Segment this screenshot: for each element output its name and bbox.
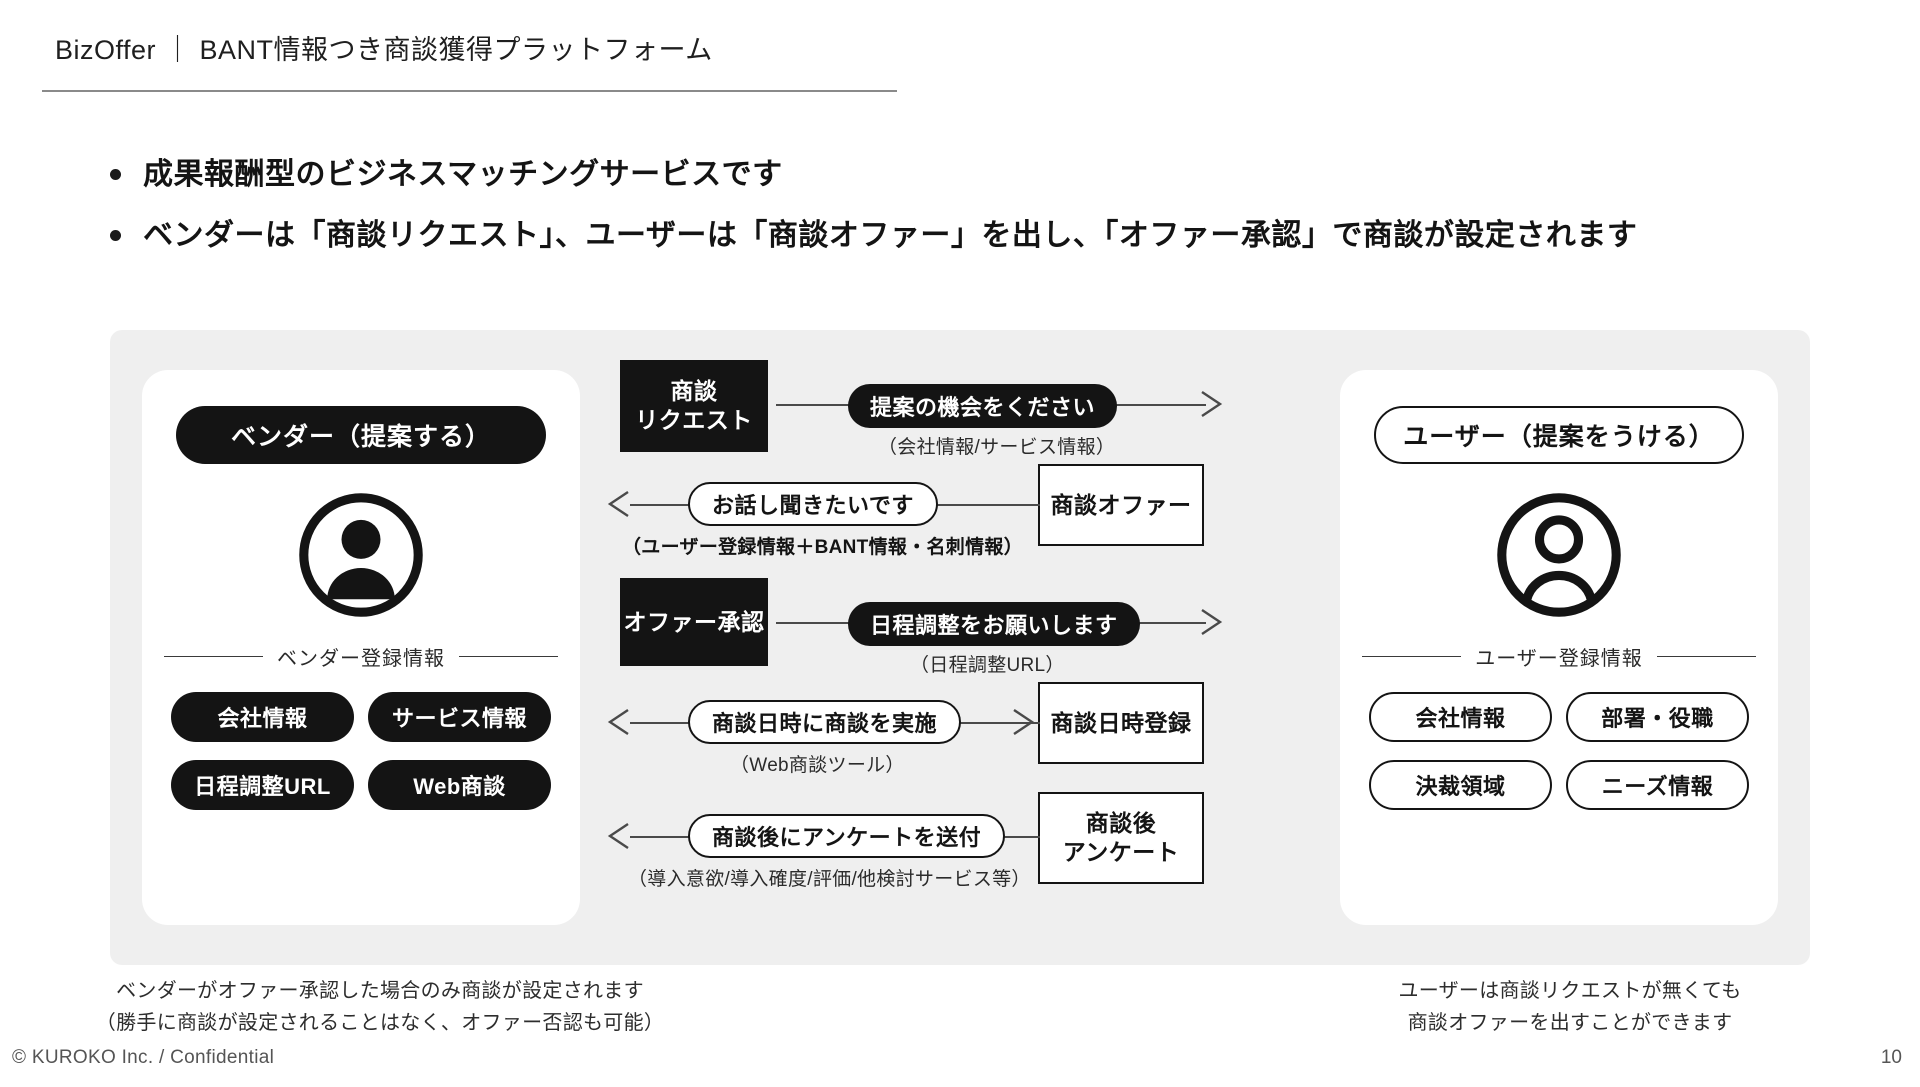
user-note-line1: ユーザーは商談リクエストが無くても — [1398, 980, 1742, 1002]
vendor-tag[interactable]: Web商談 — [368, 760, 551, 810]
bullet-dot-icon — [110, 169, 121, 180]
flow-message-2: お話し聞きたいです — [688, 482, 938, 526]
page-title: BizOffer ｜ BANT情報つき商談獲得プラットフォーム — [55, 35, 713, 65]
vendor-card: ベンダー（提案する） ベンダー登録情報 会社情報 サービス情報 日程調整URL … — [142, 370, 580, 925]
flow-sub-5: （導入意欲/導入確度/評価/他検討サービス等） — [628, 869, 1031, 890]
flow-sub-2: （ユーザー登録情報＋BANT情報・名刺情報） — [622, 537, 1023, 558]
user-card: ユーザー（提案をうける） ユーザー登録情報 会社情報 部署・役職 決裁領域 ニー… — [1340, 370, 1778, 925]
bullet-text: 成果報酬型のビジネスマッチングサービスです — [143, 158, 783, 191]
vendor-tag-list: 会社情報 サービス情報 日程調整URL Web商談 — [166, 692, 556, 810]
user-tag[interactable]: 会社情報 — [1369, 692, 1552, 742]
divider-left — [164, 655, 263, 658]
list-item: 成果報酬型のビジネスマッチングサービスです — [110, 155, 1870, 196]
slide-header: BizOffer ｜ BANT情報つき商談獲得プラットフォーム — [55, 28, 905, 67]
bullet-dot-icon — [110, 229, 121, 241]
flow-left-tag-line2: リクエスト — [635, 407, 753, 433]
flow-sub-1: （会社情報/サービス情報） — [878, 437, 1116, 458]
flow-right-tag-survey: 商談後 アンケート — [1038, 792, 1204, 884]
flow-left-tag-approval: オファー承認 — [620, 578, 768, 666]
user-tag[interactable]: 部署・役職 — [1566, 692, 1749, 742]
flow-left-tag-line1: 商談 — [670, 378, 718, 405]
user-tag[interactable]: 決裁領域 — [1369, 760, 1552, 810]
flow-message-4: 商談日時に商談を実施 — [688, 700, 962, 744]
user-tag[interactable]: ニーズ情報 — [1566, 760, 1749, 810]
divider-right — [459, 655, 558, 658]
arrow-right-icon — [1010, 706, 1040, 743]
flow-sub-4: （Web商談ツール） — [730, 755, 905, 776]
user-avatar-outline-icon — [1494, 490, 1624, 620]
user-registration-label: ユーザー登録情報 — [1475, 648, 1643, 670]
vendor-tag[interactable]: 会社情報 — [171, 692, 354, 742]
flow-message-1: 提案の機会をください — [848, 384, 1118, 428]
arrow-left-icon — [606, 706, 636, 743]
arrow-right-icon — [1198, 606, 1228, 643]
arrow-left-icon — [606, 820, 636, 857]
vendor-tag[interactable]: サービス情報 — [368, 692, 551, 742]
arrow-right-icon — [1198, 388, 1228, 425]
flow-right-tag-offer: 商談オファー — [1038, 464, 1204, 546]
user-tag-list: 会社情報 部署・役職 決裁領域 ニーズ情報 — [1364, 692, 1754, 810]
flow-sub-3: （日程調整URL） — [910, 655, 1065, 676]
vendor-registration-header: ベンダー登録情報 — [164, 642, 558, 671]
flow-left-tag-request: 商談 リクエスト — [620, 360, 768, 452]
user-note-line2: 商談オファーを出すことができます — [1407, 1012, 1733, 1034]
flow-diagram: 商談 リクエスト 提案の機会をください （会社情報/サービス情報） 商談オファー… — [607, 354, 1310, 944]
flow-message-3: 日程調整をお願いします — [848, 602, 1140, 646]
bullet-text: ベンダーは「商談リクエスト」、ユーザーは「商談オファー」を出し、「オファー承認」… — [143, 218, 1638, 252]
divider-left — [1362, 655, 1462, 658]
page-number: 10 — [1880, 1047, 1902, 1068]
vendor-note: ベンダーがオファー承認した場合のみ商談が設定されます （勝手に商談が設定されるこ… — [60, 975, 700, 1039]
vendor-tag[interactable]: 日程調整URL — [171, 760, 354, 810]
list-item: ベンダーは「商談リクエスト」、ユーザーは「商談オファー」を出し、「オファー承認」… — [110, 216, 1870, 257]
divider-right — [1656, 655, 1757, 658]
footer-copyright: © KUROKO Inc. / Confidential — [12, 1047, 275, 1068]
user-registration-header: ユーザー登録情報 — [1362, 642, 1757, 671]
vendor-note-line1: ベンダーがオファー承認した場合のみ商談が設定されます — [116, 980, 644, 1002]
arrow-left-icon — [606, 488, 636, 525]
bullet-list: 成果報酬型のビジネスマッチングサービスです ベンダーは「商談リクエスト」、ユーザ… — [110, 155, 1870, 276]
diagram-panel: ベンダー（提案する） ベンダー登録情報 会社情報 サービス情報 日程調整URL … — [110, 330, 1810, 965]
vendor-role-pill: ベンダー（提案する） — [176, 406, 546, 464]
user-role-pill: ユーザー（提案をうける） — [1374, 406, 1744, 464]
flow-right-tag-line1: 商談後 — [1085, 810, 1157, 837]
flow-right-tag-line2: アンケート — [1062, 839, 1180, 865]
user-avatar-filled-icon — [296, 490, 426, 620]
header-divider — [42, 90, 897, 92]
flow-right-tag-schedule: 商談日時登録 — [1038, 682, 1204, 764]
user-note: ユーザーは商談リクエストが無くても 商談オファーを出すことができます — [1300, 975, 1840, 1039]
vendor-note-line2: （勝手に商談が設定されることはなく、オファー否認も可能） — [95, 1012, 665, 1034]
vendor-registration-label: ベンダー登録情報 — [277, 648, 445, 670]
flow-message-5: 商談後にアンケートを送付 — [688, 814, 1006, 858]
